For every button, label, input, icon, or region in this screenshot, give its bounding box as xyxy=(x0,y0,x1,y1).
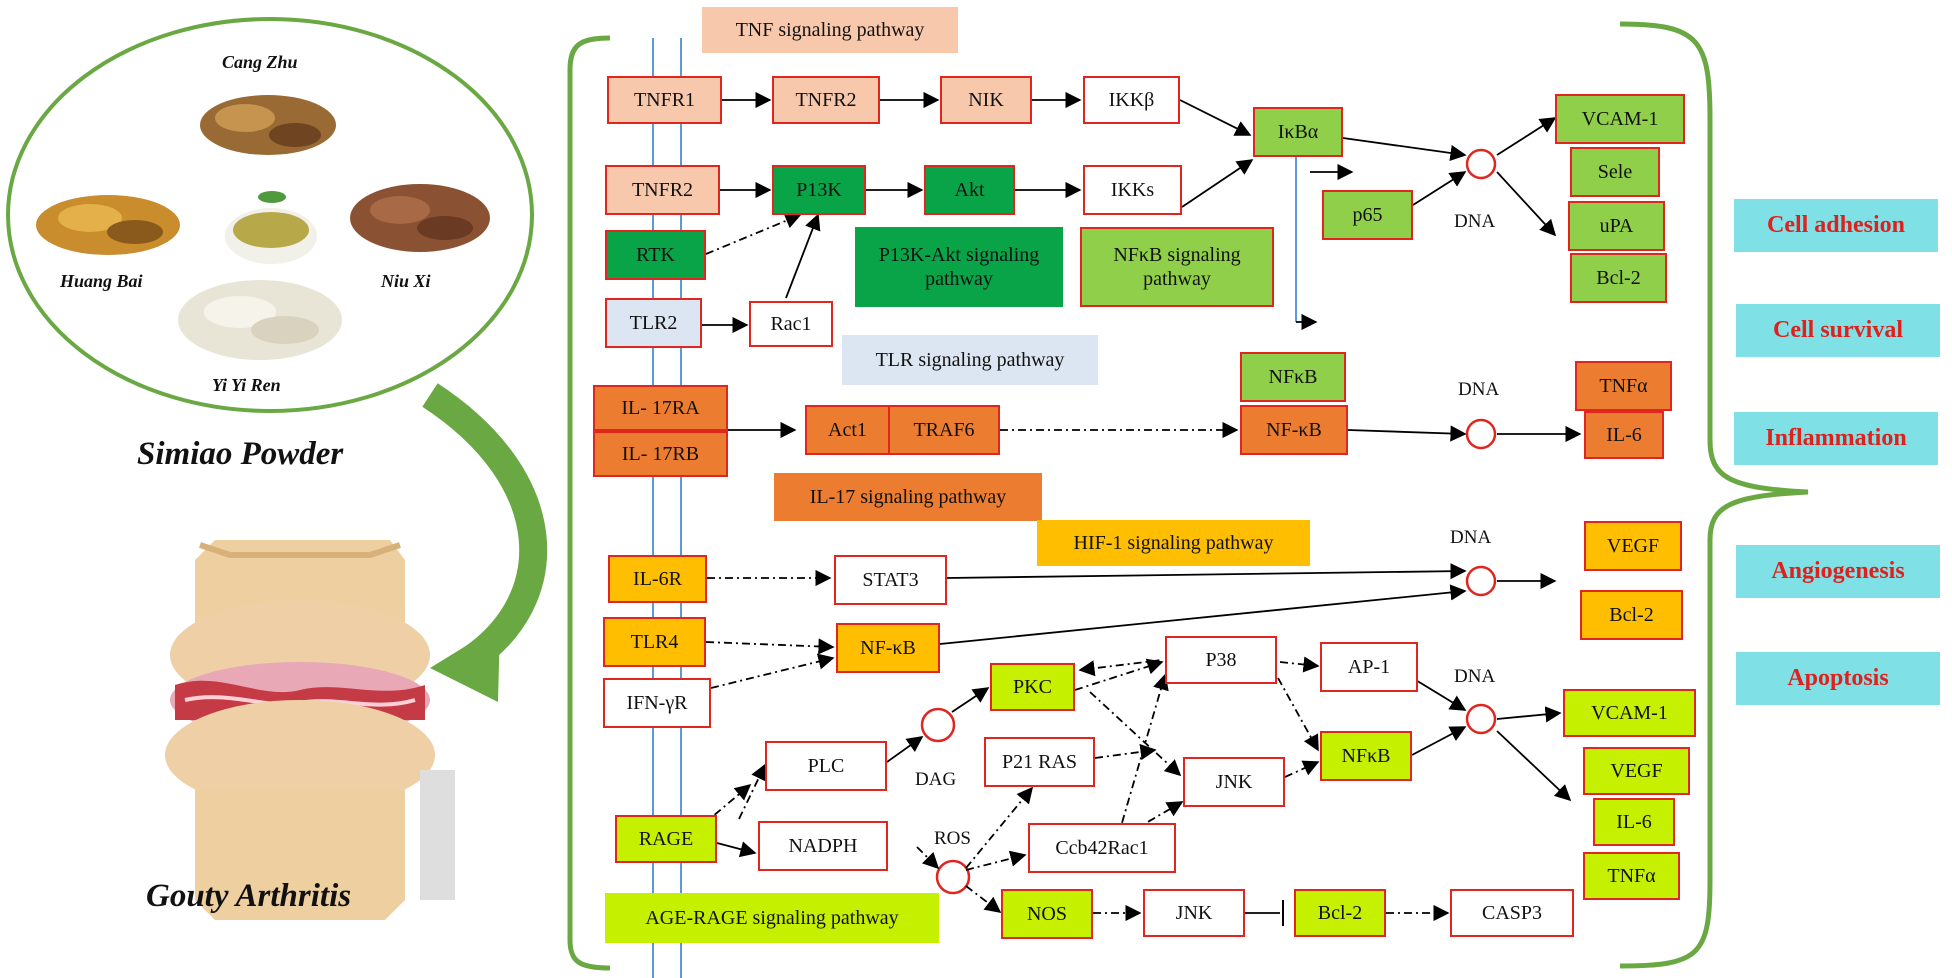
pathway-label-tlr: TLR signaling pathway xyxy=(842,335,1098,385)
herb-powder-picture xyxy=(225,191,317,264)
outcome-cell-survival: Cell survival xyxy=(1736,304,1940,357)
dag-label: DAG xyxy=(915,769,957,790)
node-nfkb-yellow: NF-κB xyxy=(836,623,940,673)
right-bracket xyxy=(1619,21,1809,969)
node-tlr4: TLR4 xyxy=(603,617,706,667)
herb-label-huang-bai: Huang Bai xyxy=(60,271,143,291)
node-tnfr2: TNFR2 xyxy=(772,76,880,124)
node-upa: uPA xyxy=(1568,201,1665,251)
node-sele: Sele xyxy=(1570,147,1660,197)
node-il6-orange: IL-6 xyxy=(1584,411,1664,459)
node-il6-lime: IL-6 xyxy=(1593,798,1675,846)
dna-label: DNA xyxy=(1450,527,1492,548)
pathway-label-nfkb: NFκB signaling pathway xyxy=(1080,227,1274,307)
node-nfkb-orange: NF-κB xyxy=(1240,405,1348,455)
pathway-label-pi3k-akt: P13K-Akt signaling pathway xyxy=(855,227,1063,307)
node-ap1: AP-1 xyxy=(1320,642,1418,692)
pathway-label-age-rage: AGE-RAGE signaling pathway xyxy=(605,893,939,943)
node-rtk: RTK xyxy=(605,230,706,280)
outcome-cell-adhesion: Cell adhesion xyxy=(1734,199,1938,252)
node-nadph: NADPH xyxy=(758,821,888,871)
node-p65: p65 xyxy=(1322,190,1413,240)
node-ikkb: IKKβ xyxy=(1083,76,1180,124)
pathway-label-hif1: HIF-1 signaling pathway xyxy=(1037,520,1310,566)
node-tnfr2-b: TNFR2 xyxy=(605,165,720,215)
node-jnk-2: JNK xyxy=(1143,889,1245,937)
node-il17ra: IL- 17RA xyxy=(593,385,728,431)
node-ikba: IκBα xyxy=(1253,107,1343,157)
node-plc: PLC xyxy=(765,741,887,791)
knee-joint-picture xyxy=(165,540,455,920)
herb-label-cang-zhu: Cang Zhu xyxy=(222,52,298,72)
curved-arrow-head xyxy=(430,625,500,702)
node-vcam1: VCAM-1 xyxy=(1555,94,1685,144)
node-nik: NIK xyxy=(940,76,1032,124)
node-akt: Akt xyxy=(924,165,1015,215)
dna-label: DNA xyxy=(1454,666,1496,687)
herb-label-yi-yi-ren: Yi Yi Ren xyxy=(212,375,281,395)
node-act1: Act1 xyxy=(805,405,890,455)
node-bcl2: Bcl-2 xyxy=(1570,253,1667,303)
gouty-arthritis-title: Gouty Arthritis xyxy=(146,878,352,914)
node-tnfa-orange: TNFα xyxy=(1575,361,1672,411)
herb-cang-zhu-picture xyxy=(200,95,336,155)
outcome-apoptosis: Apoptosis xyxy=(1736,652,1940,705)
node-bcl2-lime: Bcl-2 xyxy=(1294,889,1386,937)
outcome-angiogenesis: Angiogenesis xyxy=(1736,545,1940,598)
node-rac1: Rac1 xyxy=(749,301,833,347)
node-p21ras: P21 RAS xyxy=(984,737,1095,787)
left-bracket xyxy=(567,35,611,971)
node-nfkb-green: NFκB xyxy=(1240,352,1346,402)
node-stat3: STAT3 xyxy=(834,555,947,605)
herb-ellipse xyxy=(6,17,534,413)
node-rage: RAGE xyxy=(615,815,717,863)
node-ikks: IKKs xyxy=(1083,165,1182,215)
node-traf6: TRAF6 xyxy=(888,405,1000,455)
pathway-label-il17: IL-17 signaling pathway xyxy=(774,473,1042,521)
node-il17rb: IL- 17RB xyxy=(593,431,728,477)
outcome-inflammation: Inflammation xyxy=(1734,412,1938,465)
node-casp3: CASP3 xyxy=(1450,889,1574,937)
node-ccb42rac1: Ccb42Rac1 xyxy=(1028,823,1176,873)
herb-huang-bai-picture xyxy=(36,195,180,255)
node-bcl2-yellow: Bcl-2 xyxy=(1580,590,1683,640)
node-nfkb-lime: NFκB xyxy=(1320,731,1412,781)
ros-label: ROS xyxy=(934,828,971,849)
node-tnfa-lime: TNFα xyxy=(1583,852,1680,900)
herb-label-niu-xi: Niu Xi xyxy=(381,271,431,291)
node-il6r: IL-6R xyxy=(608,555,707,603)
node-jnk: JNK xyxy=(1183,757,1285,807)
dna-label: DNA xyxy=(1454,211,1496,232)
curved-arrow xyxy=(422,383,548,672)
herb-yi-yi-ren-picture xyxy=(178,280,342,360)
pathway-label-tnf: TNF signaling pathway xyxy=(702,7,958,53)
node-vcam1-lime: VCAM-1 xyxy=(1563,689,1696,737)
node-pkc: PKC xyxy=(990,663,1075,711)
simiao-powder-title: Simiao Powder xyxy=(137,436,344,472)
node-tlr2: TLR2 xyxy=(605,298,702,348)
node-p38: P38 xyxy=(1165,636,1277,684)
node-vegf-yellow: VEGF xyxy=(1584,521,1682,571)
dna-label: DNA xyxy=(1458,379,1500,400)
node-ifngr: IFN-γR xyxy=(603,678,711,728)
node-vegf-lime: VEGF xyxy=(1583,747,1690,795)
herb-niu-xi-picture xyxy=(350,184,490,252)
node-p13k: P13K xyxy=(772,165,866,215)
node-tnfr1: TNFR1 xyxy=(607,76,722,124)
node-nos: NOS xyxy=(1001,889,1093,939)
